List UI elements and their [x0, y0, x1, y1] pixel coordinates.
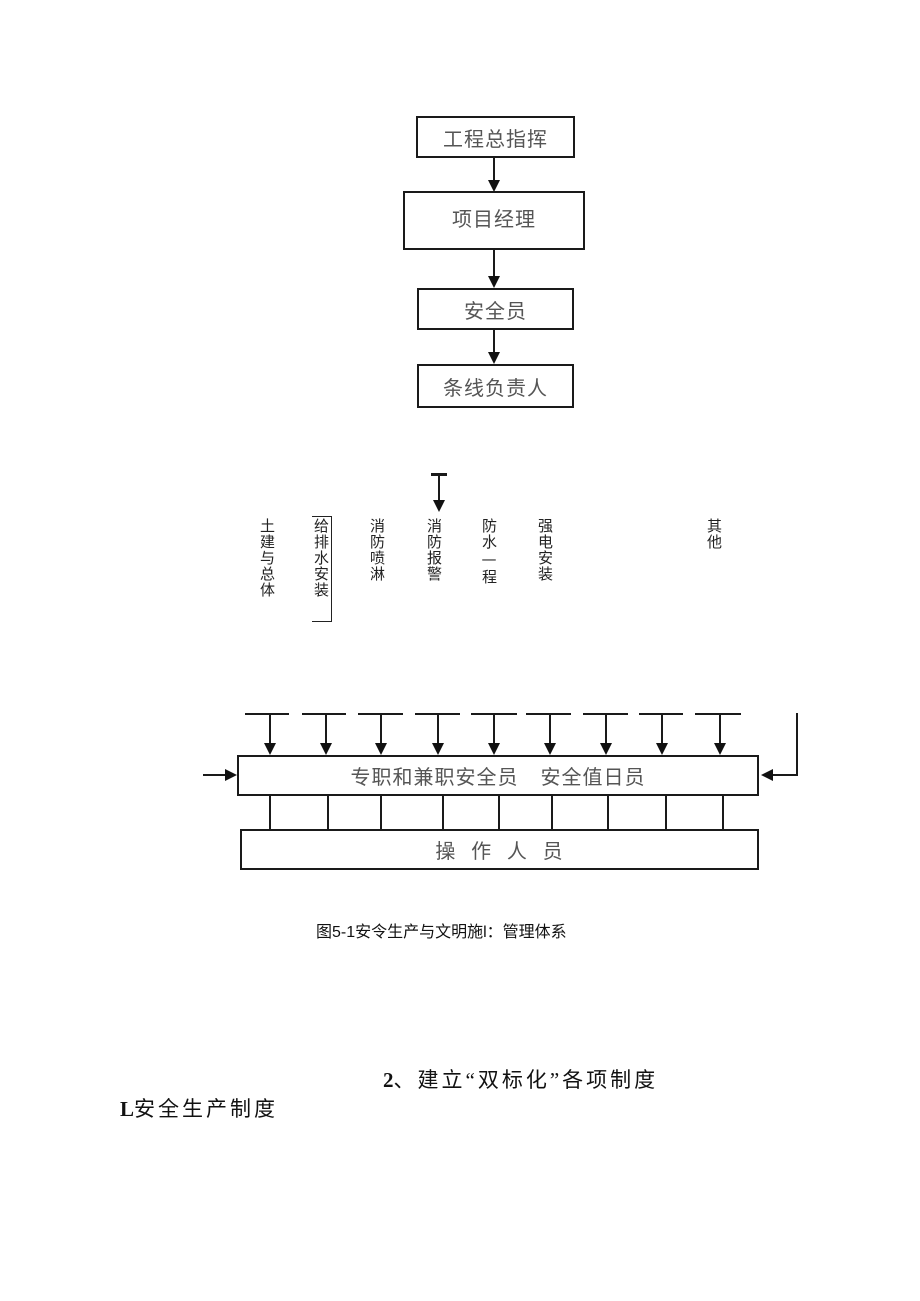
- arrow-down-icon: [488, 276, 500, 288]
- chart-box-operators: 操 作 人 员: [240, 829, 759, 870]
- arrow-down-icon: [488, 352, 500, 364]
- arrow-down-icon: [432, 743, 444, 755]
- connector-line: [526, 713, 571, 715]
- connector-line: [695, 713, 741, 715]
- chart-box-line-leader: 条线负责人: [417, 364, 574, 408]
- connector-line: [327, 796, 329, 830]
- connector-line: [719, 714, 721, 744]
- arrow-down-icon: [488, 180, 500, 192]
- branch-fire-sprinkler: 消防喷淋: [368, 518, 386, 582]
- branch-plumbing: 给排水安装: [312, 518, 330, 598]
- connector-line: [325, 714, 327, 744]
- branch-fire-alarm: 消防报警: [425, 518, 443, 582]
- connector-line: [302, 713, 346, 715]
- connector-line: [665, 796, 667, 830]
- connector-line: [722, 796, 724, 830]
- arrow-down-icon: [714, 743, 726, 755]
- arrow-down-icon: [656, 743, 668, 755]
- branch-bracket: [312, 516, 332, 622]
- connector-line: [493, 714, 495, 744]
- arrow-left-icon: [761, 769, 773, 781]
- connector-line: [661, 714, 663, 744]
- section-heading-text: 、建立“双标化”各项制度: [393, 1068, 659, 1092]
- safety-staff-label: 专职和兼职安全员 安全值日员: [350, 765, 646, 789]
- connector-line: [203, 774, 227, 776]
- connector-line: [549, 714, 551, 744]
- operators-label: 操 作 人 员: [435, 839, 564, 863]
- arrow-down-icon: [264, 743, 276, 755]
- branch-electrical: 强电安装: [536, 518, 554, 582]
- safety-officer-label: 安全员: [464, 298, 527, 323]
- connector-line: [437, 714, 439, 744]
- connector-line: [269, 796, 271, 830]
- chief-commander-label: 工程总指挥: [443, 126, 548, 151]
- arrow-down-icon: [600, 743, 612, 755]
- subsection-heading-text: 安全生产制度: [134, 1097, 279, 1121]
- arrow-down-icon: [433, 500, 445, 512]
- connector-line: [498, 796, 500, 830]
- arrow-right-icon: [225, 769, 237, 781]
- connector-line: [605, 714, 607, 744]
- chart-box-safety-staff: 专职和兼职安全员 安全值日员: [237, 755, 759, 796]
- arrow-down-icon: [544, 743, 556, 755]
- line-leader-label: 条线负责人: [443, 375, 548, 400]
- connector-line: [772, 774, 798, 776]
- connector-line: [796, 713, 798, 775]
- connector-line: [493, 330, 495, 352]
- connector-line: [380, 796, 382, 830]
- chart-box-safety-officer: 安全员: [417, 288, 574, 330]
- arrow-down-icon: [488, 743, 500, 755]
- figure-caption: 图5-1安令生产与文明施l：管理体系: [316, 924, 567, 941]
- connector-line: [493, 158, 495, 180]
- connector-line: [438, 474, 440, 502]
- connector-line: [551, 796, 553, 830]
- connector-line: [442, 796, 444, 830]
- connector-line: [607, 796, 609, 830]
- connector-line: [380, 714, 382, 744]
- connector-line: [245, 713, 289, 715]
- section-heading-number: 2: [383, 1068, 394, 1092]
- subsection-heading: L安全生产制度: [120, 1093, 278, 1123]
- branch-waterproofing: 防水—程: [480, 518, 498, 585]
- chart-box-chief-commander: 工程总指挥: [416, 116, 575, 158]
- chart-box-project-manager: 项目经理: [403, 191, 585, 250]
- project-manager-label: 项目经理: [452, 207, 536, 231]
- branch-other: 其他: [705, 518, 723, 550]
- branch-civil-general: 土建与总体: [258, 518, 276, 598]
- connector-line: [493, 250, 495, 276]
- arrow-down-icon: [320, 743, 332, 755]
- subsection-heading-number: L: [120, 1097, 135, 1121]
- section-heading: 2、建立“双标化”各项制度: [383, 1064, 658, 1094]
- connector-line: [269, 714, 271, 744]
- arrow-down-icon: [375, 743, 387, 755]
